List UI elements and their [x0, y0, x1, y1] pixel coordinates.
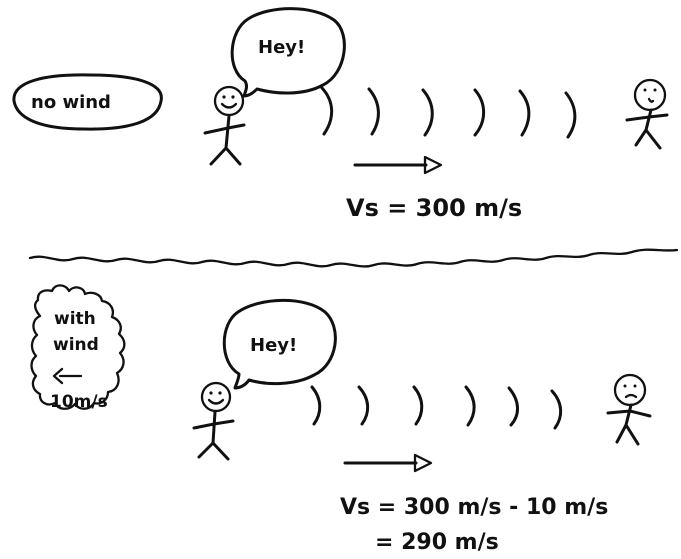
bottom-velocity-arrow	[343, 453, 433, 473]
top-sound-waves	[320, 86, 577, 139]
bottom-sound-waves	[310, 385, 563, 430]
top-speaker-stick-figure	[203, 85, 246, 166]
bottom-wave-1	[310, 385, 322, 426]
listener-head	[613, 373, 647, 407]
listener-head	[633, 78, 667, 112]
listener-eye-left	[643, 88, 647, 92]
listener-frown	[624, 393, 638, 399]
top-speech-bubble	[230, 7, 346, 98]
top-wave-4	[473, 88, 486, 137]
bottom-speech-text: Hey!	[250, 335, 297, 356]
listener-eye-right	[653, 88, 657, 92]
bottom-wave-6	[550, 389, 563, 430]
top-wave-5	[518, 89, 531, 137]
speaker-eye-left	[222, 95, 226, 99]
speaker-eye-right	[231, 95, 235, 99]
speaker-smile	[220, 102, 238, 109]
top-wave-6	[564, 91, 577, 139]
bottom-wave-5	[507, 386, 519, 427]
listener-mouth	[647, 97, 655, 103]
listener-eye-left	[623, 384, 627, 388]
top-speech-text: Hey!	[258, 37, 305, 58]
speaker-eye-right	[218, 391, 222, 395]
bottom-wave-2	[357, 385, 370, 426]
bottom-panel: with wind 10m/s Hey!	[30, 284, 652, 555]
listener-body	[625, 108, 669, 150]
no-wind-bubble	[12, 73, 163, 131]
top-panel: no wind Hey!	[12, 7, 669, 222]
bottom-speaker-stick-figure	[192, 381, 235, 461]
top-speed-text: Vs = 300 m/s	[346, 194, 522, 222]
bottom-speech-bubble	[222, 298, 337, 390]
bottom-arrow-head	[413, 453, 433, 473]
condition-label: no wind	[31, 92, 111, 113]
speaker-eye-left	[209, 391, 213, 395]
condition-line-2: wind	[53, 335, 99, 355]
top-wave-3	[421, 88, 434, 137]
top-velocity-arrow	[353, 155, 443, 175]
speaker-body	[203, 114, 246, 166]
top-arrow-head	[423, 155, 443, 175]
speaker-body	[192, 410, 235, 461]
top-wave-1	[320, 86, 334, 136]
with-wind-cloud-bubble	[30, 284, 126, 410]
speaker-head	[213, 85, 245, 117]
listener-body	[606, 403, 652, 446]
wind-arrow-head	[52, 367, 64, 385]
speaker-head	[200, 381, 232, 413]
condition-line-3: 10m/s	[50, 392, 108, 412]
listener-eye-right	[633, 384, 637, 388]
bottom-speed-line-1: Vs = 300 m/s - 10 m/s	[340, 495, 608, 520]
bottom-speed-line-2: = 290 m/s	[375, 530, 499, 555]
bottom-wave-4	[464, 385, 476, 427]
top-wave-2	[367, 87, 380, 136]
speaker-smile	[207, 398, 225, 405]
top-listener-stick-figure	[625, 78, 669, 150]
bottom-wave-3	[412, 385, 424, 426]
condition-line-1: with	[54, 309, 96, 329]
wind-direction-arrow	[52, 367, 83, 385]
bottom-listener-stick-figure	[606, 373, 652, 446]
panel-divider-wavy-line	[28, 248, 679, 268]
